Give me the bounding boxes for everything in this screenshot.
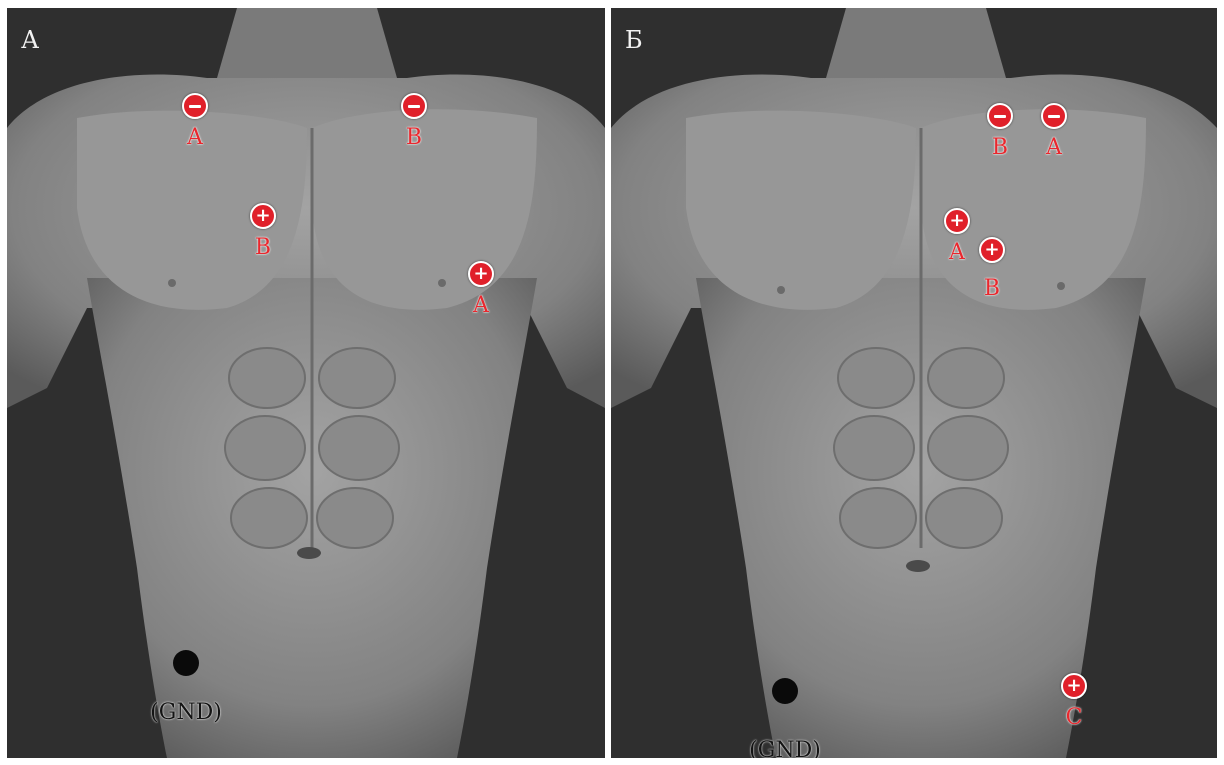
panel-label: А [21,26,39,54]
ground-label: (GND) [745,738,825,758]
plus-icon: + [255,207,270,225]
electrode-label: C [1059,705,1089,730]
electrode-minus-b [401,93,427,119]
electrode-label: A [466,293,496,318]
minus-icon [189,105,201,108]
plus-icon: + [949,212,964,230]
electrode-plus-a: + [468,261,494,287]
ground-electrode [772,678,798,704]
minus-icon [994,115,1006,118]
minus-icon [1048,115,1060,118]
ground-electrode [173,650,199,676]
electrode-label: B [985,135,1015,160]
panel-label: Б [625,26,643,54]
plus-icon: + [473,265,488,283]
electrode-minus-b [987,103,1013,129]
electrode-minus-a [182,93,208,119]
electrode-label: A [180,125,210,150]
electrode-minus-a [1041,103,1067,129]
panel-b: Б B A + A + B + C (GND) [611,8,1217,758]
electrode-plus-c: + [1061,673,1087,699]
electrode-label: B [977,276,1007,301]
electrode-label: A [942,240,972,265]
electrode-label: B [399,125,429,150]
plus-icon: + [1066,677,1081,695]
electrode-plus-a: + [944,208,970,234]
ground-label: (GND) [146,700,226,725]
electrode-label: B [248,235,278,260]
electrode-plus-b: + [250,203,276,229]
electrode-plus-b: + [979,237,1005,263]
electrode-label: A [1039,135,1069,160]
panel-a: А A B + B + A (GND) [7,8,605,758]
torso-illustration [611,8,1217,758]
plus-icon: + [984,241,999,259]
torso-illustration [7,8,605,758]
minus-icon [408,105,420,108]
